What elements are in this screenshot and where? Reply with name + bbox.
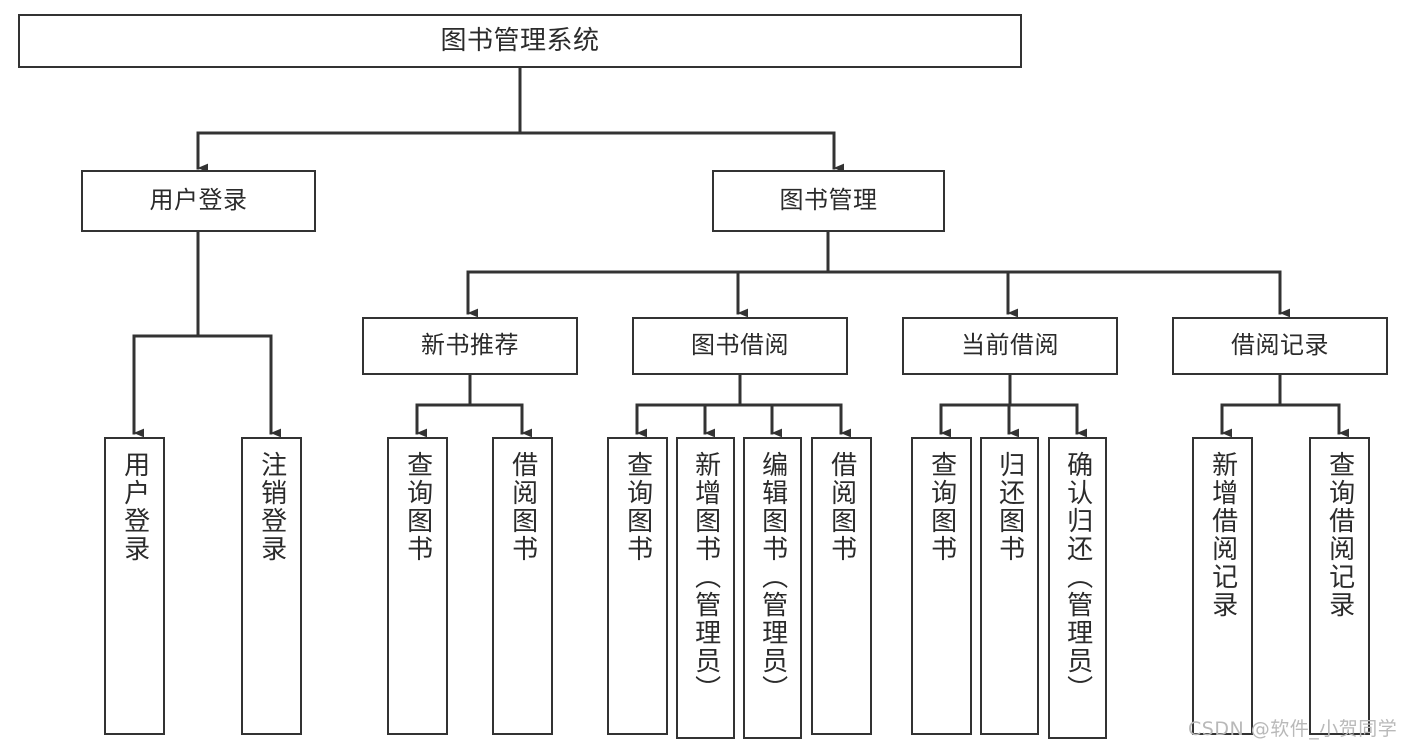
node-book-borrowing[interactable]: 图书借阅 <box>632 317 848 375</box>
node-label: 新增图书（管理员） <box>690 451 721 703</box>
node-label: 借阅图书 <box>826 451 857 563</box>
node-label: 新书推荐 <box>421 331 519 360</box>
node-leaf-current-query-books[interactable]: 查询图书 <box>911 437 972 735</box>
node-leaf-edit-book-admin[interactable]: 编辑图书（管理员） <box>743 437 802 739</box>
node-label: 借阅记录 <box>1231 331 1329 360</box>
node-leaf-lend-books[interactable]: 借阅图书 <box>811 437 872 735</box>
node-label: 查询借阅记录 <box>1324 451 1355 619</box>
node-label: 查询图书 <box>622 451 653 563</box>
node-leaf-user-login[interactable]: 用户登录 <box>104 437 165 735</box>
node-label: 确认归还（管理员） <box>1062 451 1093 703</box>
node-leaf-add-borrow-record[interactable]: 新增借阅记录 <box>1192 437 1253 735</box>
node-new-book-recommendation[interactable]: 新书推荐 <box>362 317 578 375</box>
node-leaf-recommend-borrow-books[interactable]: 借阅图书 <box>492 437 553 735</box>
node-label: 注销登录 <box>256 451 287 563</box>
node-leaf-recommend-query-books[interactable]: 查询图书 <box>387 437 448 735</box>
node-label: 当前借阅 <box>961 331 1059 360</box>
node-root-book-management-system[interactable]: 图书管理系统 <box>18 14 1022 68</box>
node-leaf-borrow-query-books[interactable]: 查询图书 <box>607 437 668 735</box>
csdn-watermark: CSDN @软件_小贺同学 <box>1188 718 1398 740</box>
node-leaf-query-borrow-record[interactable]: 查询借阅记录 <box>1309 437 1370 735</box>
node-label: 归还图书 <box>994 451 1025 563</box>
node-leaf-add-book-admin[interactable]: 新增图书（管理员） <box>676 437 735 739</box>
node-label: 用户登录 <box>119 451 150 563</box>
node-leaf-return-books[interactable]: 归还图书 <box>980 437 1039 735</box>
node-leaf-logout[interactable]: 注销登录 <box>241 437 302 735</box>
node-label: 图书管理系统 <box>440 25 600 56</box>
node-leaf-confirm-return-admin[interactable]: 确认归还（管理员） <box>1048 437 1107 739</box>
node-label: 编辑图书（管理员） <box>757 451 788 703</box>
node-label: 用户登录 <box>149 186 248 215</box>
node-label: 查询图书 <box>402 451 433 563</box>
node-label: 查询图书 <box>926 451 957 563</box>
node-label: 图书借阅 <box>691 331 789 360</box>
node-label: 借阅图书 <box>507 451 538 563</box>
node-book-management[interactable]: 图书管理 <box>712 170 945 232</box>
node-borrowing-record[interactable]: 借阅记录 <box>1172 317 1388 375</box>
node-user-login[interactable]: 用户登录 <box>81 170 316 232</box>
node-label: 图书管理 <box>779 186 878 215</box>
node-current-borrowing[interactable]: 当前借阅 <box>902 317 1118 375</box>
node-label: 新增借阅记录 <box>1207 451 1238 619</box>
